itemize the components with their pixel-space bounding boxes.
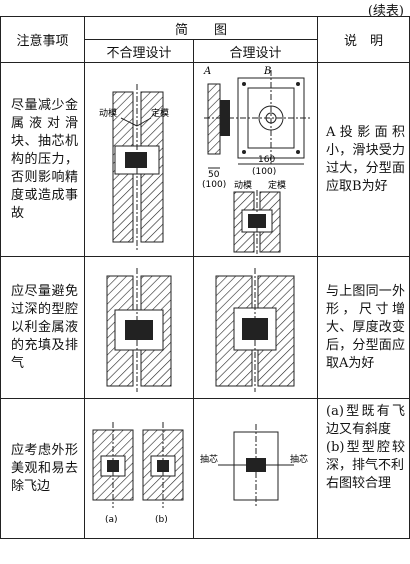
row2-good-figure: [192, 256, 319, 399]
header-desc: 说 明: [317, 16, 410, 63]
row1-bad-fixed-label: 定模: [151, 107, 169, 119]
row3-bad-a-label: (a): [105, 515, 118, 525]
row3-good-core-right: 抽芯: [290, 453, 308, 465]
row3-note: 应考虑外形美观和易去除飞边: [0, 398, 85, 539]
row3-desc-b: (b)型型腔较深，排气不利: [326, 440, 406, 473]
row2-bad-figure: [84, 256, 194, 399]
row1-good-a-label: A: [203, 66, 211, 77]
row1-note: 尽量减少金属液对滑块、抽芯机构的压力，否则影响精度或造成事故: [0, 62, 85, 257]
continued-label: (续表): [367, 4, 404, 19]
header-bad: 不合理设计: [84, 39, 194, 63]
row3-desc-conclusion: 右图较合理: [326, 476, 392, 491]
row1-good-moving-label: 动模: [234, 180, 252, 191]
row2-desc: 与上图同一外形，尺寸增大、厚度改变后，分型面应取A为好: [317, 256, 410, 399]
row1-good-fixed-label: 定模: [268, 179, 286, 191]
row3-bad-figure: (a) (b): [84, 398, 194, 539]
row3-good-core-left: 抽芯: [200, 453, 218, 465]
design-notes-table: 注意事项 简 图 说 明 不合理设计 合理设计 尽量减少金属液对滑块、抽芯机构的…: [0, 16, 410, 539]
row1-bad-figure: 动模 定模: [84, 62, 194, 257]
row3-desc: (a)型既有飞边又有斜度 (b)型型腔较深，排气不利 右图较合理: [317, 398, 410, 539]
row1-good-dim-160: 160: [258, 155, 275, 165]
row1-good-figure: A B 50 (100) 160 (100) 动模 定模: [192, 62, 319, 257]
header-diagram: 简 图: [83, 16, 319, 40]
row3-good-figure: 抽芯 抽芯: [192, 398, 319, 539]
row3-bad-b-label: (b): [155, 515, 168, 525]
row1-desc: A投影面积小，滑块受力过大，分型面应取B为好: [317, 62, 410, 257]
row2-note: 应尽量避免过深的型腔以利金属液的充填及排气: [0, 256, 85, 399]
header-notes: 注意事项: [0, 16, 85, 63]
row1-good-b-label: B: [263, 66, 271, 77]
row1-good-dim-50: 50: [208, 170, 220, 180]
row1-bad-moving-label: 动模: [99, 108, 117, 119]
row1-good-dim-100b: (100): [252, 167, 276, 177]
header-good: 合理设计: [192, 39, 319, 63]
row1-good-dim-100a: (100): [202, 180, 226, 190]
row3-desc-a: (a)型既有飞边又有斜度: [326, 404, 406, 437]
